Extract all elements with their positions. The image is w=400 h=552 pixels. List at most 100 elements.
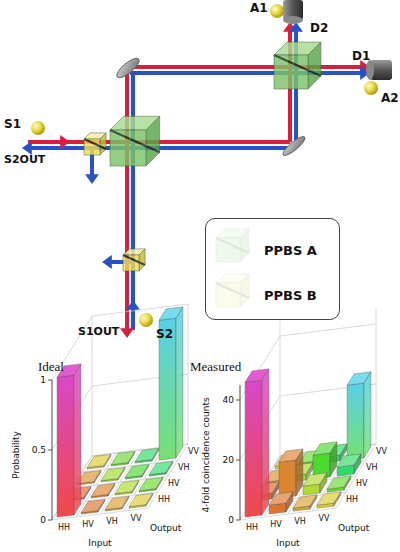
- axis-label: HH: [58, 524, 70, 532]
- axis-label: VV: [188, 448, 199, 456]
- bar-top: [303, 473, 327, 486]
- axis-label: VH: [178, 464, 190, 472]
- detector-face: [366, 60, 374, 80]
- detector-face: [283, 16, 303, 24]
- bar-top: [245, 369, 269, 382]
- port-label: A2: [381, 92, 399, 104]
- axis-line: [52, 380, 53, 520]
- bar-front: [245, 380, 262, 517]
- axis-label: 0.5: [32, 446, 46, 455]
- bar-3d: [105, 496, 129, 511]
- bar-3d: [125, 464, 149, 479]
- bar-top: [91, 483, 115, 496]
- bar-3d: [111, 451, 135, 466]
- bar-3d: [139, 477, 163, 492]
- photon-sphere: [270, 4, 284, 18]
- bar-3d: [269, 492, 293, 514]
- cube-front: [274, 55, 308, 89]
- axis-label: 0: [228, 516, 234, 525]
- port-label: S1OUT: [78, 326, 119, 337]
- photon-sphere: [139, 313, 153, 327]
- bar-front: [57, 375, 74, 517]
- bar-top: [111, 451, 135, 464]
- bar-3d: [91, 483, 115, 498]
- laser-beam: [130, 71, 366, 75]
- chart-title: Measured: [190, 360, 241, 373]
- axis-label: VH: [106, 518, 118, 526]
- axis-label: VV: [131, 515, 142, 523]
- axis-label: 20: [223, 456, 234, 465]
- cube-side: [100, 133, 106, 155]
- bar-3d: [149, 461, 173, 476]
- port-label: D1: [352, 50, 370, 62]
- port-label: S1: [4, 118, 21, 130]
- axis-line: [188, 304, 189, 444]
- axis-label: 40: [223, 396, 234, 405]
- axis-label: HV: [82, 521, 94, 529]
- port-label: A1: [250, 2, 268, 14]
- cube-side: [308, 42, 321, 89]
- axis-line: [240, 385, 241, 520]
- bar-top: [101, 467, 125, 480]
- legend-text: PPBS B: [264, 288, 317, 303]
- port-label: D2: [310, 22, 328, 34]
- axis-label: VV: [376, 448, 387, 456]
- beam-arrowhead: [102, 255, 112, 269]
- axis-line: [376, 309, 377, 444]
- bar-top: [87, 454, 111, 467]
- bar-top: [135, 448, 159, 461]
- bar-side: [74, 364, 81, 515]
- axis-label: 0: [40, 516, 46, 525]
- axis-label: HV: [168, 480, 180, 488]
- axis-label: HV: [356, 480, 368, 488]
- bar-3d: [293, 495, 317, 511]
- bar-3d: [317, 492, 341, 508]
- port-label: S2: [156, 328, 173, 340]
- axis-label: Probability: [12, 431, 21, 479]
- axis-label: HH: [158, 496, 170, 504]
- laser-beam: [131, 73, 135, 330]
- bar-top: [293, 495, 317, 508]
- axis-label: HH: [346, 496, 358, 504]
- splitter-diagonal: [84, 139, 106, 149]
- splitter-diagonal: [123, 255, 145, 265]
- chart-title: Ideal: [38, 360, 64, 373]
- bar-top: [327, 476, 351, 489]
- laser-beam: [28, 146, 296, 150]
- bar-top: [149, 461, 173, 474]
- axis-label: Output: [150, 524, 181, 533]
- bar-3d: [337, 454, 361, 476]
- ideal-bar-chart: [48, 304, 188, 520]
- axis-label: Input: [276, 539, 299, 548]
- cube-front: [110, 130, 146, 166]
- ppbs-b-cube: [84, 133, 106, 155]
- axis-label: HV: [270, 521, 282, 529]
- photon-sphere: [364, 81, 378, 95]
- axis-label: VH: [294, 518, 306, 526]
- bar-top: [269, 492, 293, 505]
- bar-side: [262, 369, 269, 515]
- axis-label: VH: [366, 464, 378, 472]
- axis-label: VV: [319, 515, 330, 523]
- legend-box: PPBS APPBS B: [205, 218, 340, 320]
- bar-top: [159, 307, 183, 320]
- bar-3d: [303, 473, 327, 495]
- bar-top: [279, 449, 303, 462]
- bar-3d: [279, 449, 303, 498]
- bar-top: [115, 480, 139, 493]
- tick-mark: [236, 460, 240, 461]
- bar-top: [347, 372, 371, 385]
- bar-top: [337, 454, 361, 467]
- axis-label: HH: [246, 524, 258, 532]
- beam-arrowhead: [85, 174, 99, 184]
- bar-top: [81, 499, 105, 512]
- tick-mark: [236, 520, 240, 521]
- bar-3d: [347, 372, 371, 460]
- beam-arrowhead: [60, 135, 70, 149]
- axis-line: [92, 316, 93, 456]
- bar-3d: [115, 480, 139, 495]
- bar-3d: [135, 448, 159, 463]
- bar-side: [364, 372, 371, 458]
